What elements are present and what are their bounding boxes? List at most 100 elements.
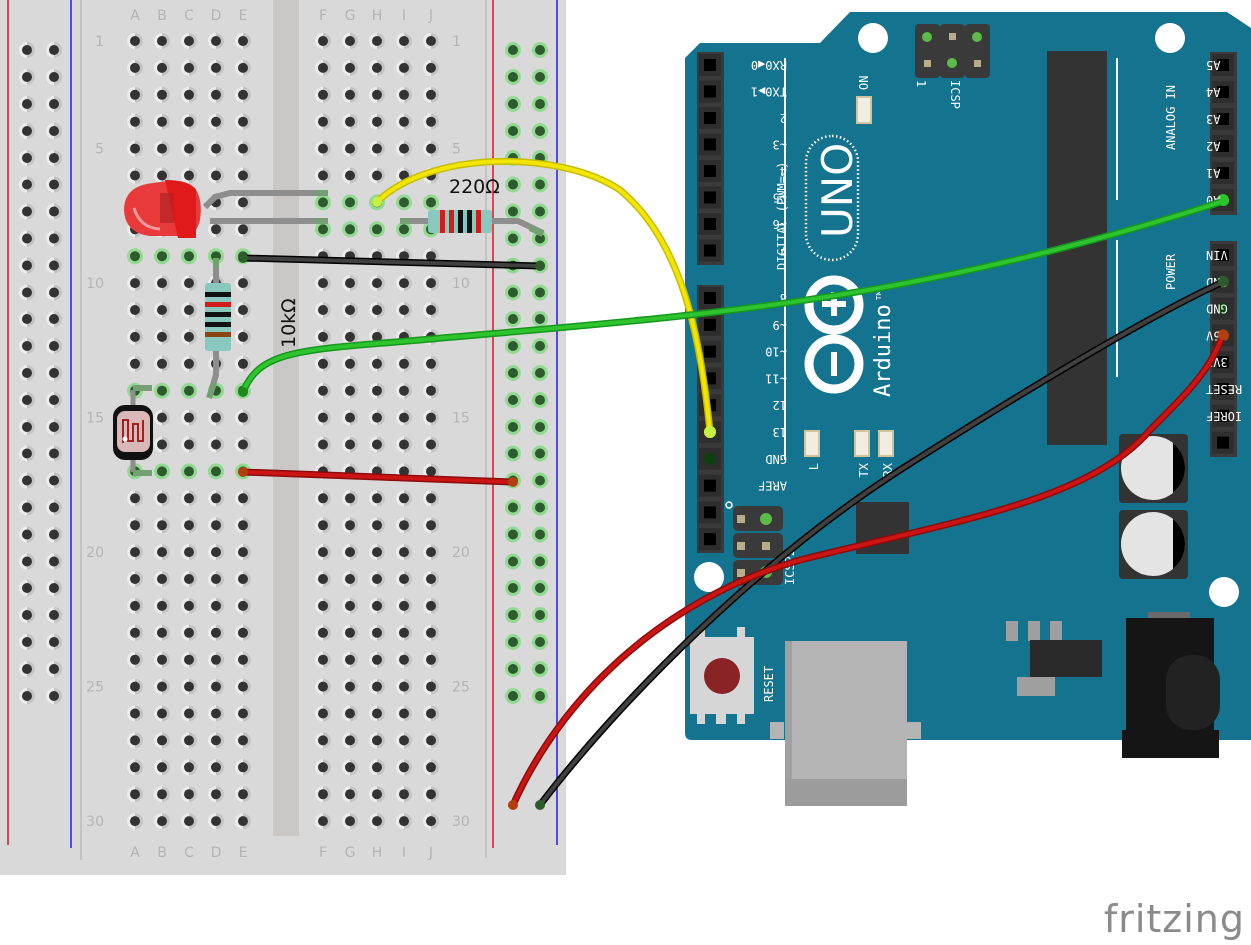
breadboard-hole[interactable] xyxy=(127,732,143,749)
breadboard-hole[interactable] xyxy=(154,732,170,749)
breadboard-hole[interactable] xyxy=(181,167,197,184)
breadboard-hole[interactable] xyxy=(396,786,412,803)
right-rail-hole[interactable] xyxy=(532,284,548,301)
black-wire-arduino[interactable] xyxy=(538,280,1224,807)
breadboard-hole[interactable] xyxy=(235,759,251,776)
breadboard-hole[interactable] xyxy=(315,275,331,292)
reset-button[interactable] xyxy=(690,627,754,724)
analog-pin[interactable] xyxy=(1212,54,1234,76)
left-rail-hole[interactable] xyxy=(19,96,35,112)
breadboard-hole[interactable] xyxy=(208,409,224,426)
breadboard-hole[interactable] xyxy=(423,140,439,157)
left-rail-hole[interactable] xyxy=(46,392,62,408)
breadboard-hole[interactable] xyxy=(235,786,251,803)
breadboard-hole[interactable] xyxy=(369,705,385,722)
breadboard-hole[interactable] xyxy=(423,517,439,534)
breadboard-hole[interactable] xyxy=(127,167,143,184)
breadboard-hole[interactable] xyxy=(315,490,331,507)
left-rail-hole[interactable] xyxy=(46,42,62,58)
breadboard-hole[interactable] xyxy=(181,382,197,399)
breadboard-hole[interactable] xyxy=(423,759,439,776)
breadboard-hole[interactable] xyxy=(315,813,331,830)
right-rail-hole[interactable] xyxy=(532,445,548,462)
left-rail-hole[interactable] xyxy=(19,338,35,354)
breadboard-hole[interactable] xyxy=(235,302,251,318)
breadboard-hole[interactable] xyxy=(154,571,170,587)
breadboard-hole[interactable] xyxy=(315,732,331,749)
breadboard-hole[interactable] xyxy=(315,651,331,668)
breadboard-hole[interactable] xyxy=(423,786,439,803)
right-rail-hole[interactable] xyxy=(532,42,548,58)
breadboard-hole[interactable] xyxy=(369,436,385,453)
breadboard-hole[interactable] xyxy=(315,597,331,614)
breadboard-hole[interactable] xyxy=(154,59,170,76)
breadboard-hole[interactable] xyxy=(315,167,331,184)
breadboard-hole[interactable] xyxy=(396,302,412,318)
breadboard-hole[interactable] xyxy=(342,759,358,776)
breadboard-hole[interactable] xyxy=(154,597,170,614)
breadboard-hole[interactable] xyxy=(396,140,412,157)
right-rail-hole[interactable] xyxy=(532,230,548,247)
breadboard-hole[interactable] xyxy=(396,33,412,49)
digital-pin[interactable] xyxy=(699,107,721,129)
breadboard-hole[interactable] xyxy=(423,571,439,587)
breadboard-hole[interactable] xyxy=(423,813,439,830)
right-rail-hole[interactable] xyxy=(505,123,521,139)
breadboard-hole[interactable] xyxy=(396,221,412,238)
breadboard-hole[interactable] xyxy=(181,113,197,130)
breadboard-hole[interactable] xyxy=(127,544,143,561)
breadboard-hole[interactable] xyxy=(154,490,170,507)
left-rail-hole[interactable] xyxy=(19,230,35,247)
power-pin[interactable] xyxy=(1212,378,1234,400)
breadboard-hole[interactable] xyxy=(342,813,358,830)
breadboard-hole[interactable] xyxy=(315,705,331,722)
breadboard-hole[interactable] xyxy=(208,86,224,103)
breadboard-hole[interactable] xyxy=(342,355,358,372)
breadboard-hole[interactable] xyxy=(396,59,412,76)
breadboard-hole[interactable] xyxy=(342,194,358,211)
digital-pin[interactable] xyxy=(699,239,721,262)
breadboard-hole[interactable] xyxy=(235,355,251,372)
right-rail-hole[interactable] xyxy=(505,688,521,704)
breadboard-hole[interactable] xyxy=(208,33,224,49)
right-rail-hole[interactable] xyxy=(532,123,548,139)
breadboard-hole[interactable] xyxy=(235,571,251,587)
breadboard-hole[interactable] xyxy=(127,355,143,372)
left-rail-hole[interactable] xyxy=(46,176,62,193)
breadboard-hole[interactable] xyxy=(315,221,331,238)
breadboard-hole[interactable] xyxy=(181,544,197,561)
left-rail-hole[interactable] xyxy=(46,230,62,247)
right-rail-hole[interactable] xyxy=(505,499,521,516)
breadboard-hole[interactable] xyxy=(208,651,224,668)
breadboard-hole[interactable] xyxy=(342,678,358,695)
breadboard-hole[interactable] xyxy=(127,248,143,265)
breadboard-hole[interactable] xyxy=(396,571,412,587)
breadboard-hole[interactable] xyxy=(396,624,412,641)
breadboard-hole[interactable] xyxy=(181,248,197,265)
breadboard-hole[interactable] xyxy=(208,624,224,641)
breadboard-hole[interactable] xyxy=(315,409,331,426)
right-rail-hole[interactable] xyxy=(505,607,521,623)
breadboard-hole[interactable] xyxy=(423,355,439,372)
breadboard-hole[interactable] xyxy=(396,194,412,211)
breadboard-hole[interactable] xyxy=(342,624,358,641)
resistor-220-ohm[interactable] xyxy=(428,210,492,233)
breadboard-hole[interactable] xyxy=(127,328,143,345)
left-rail-hole[interactable] xyxy=(46,365,62,381)
left-rail-hole[interactable] xyxy=(46,96,62,112)
right-rail-hole[interactable] xyxy=(532,526,548,543)
breadboard-hole[interactable] xyxy=(208,113,224,130)
breadboard-hole[interactable] xyxy=(315,302,331,318)
breadboard-hole[interactable] xyxy=(235,651,251,668)
digital-pin[interactable] xyxy=(699,287,721,309)
left-rail-hole[interactable] xyxy=(19,284,35,301)
photoresistor[interactable] xyxy=(113,405,153,460)
left-rail-hole[interactable] xyxy=(19,203,35,220)
breadboard-hole[interactable] xyxy=(315,113,331,130)
left-rail-hole[interactable] xyxy=(46,203,62,220)
left-rail-hole[interactable] xyxy=(46,634,62,650)
left-rail-hole[interactable] xyxy=(19,661,35,677)
breadboard-hole[interactable] xyxy=(396,517,412,534)
left-rail-hole[interactable] xyxy=(46,419,62,435)
right-rail-hole[interactable] xyxy=(505,392,521,408)
